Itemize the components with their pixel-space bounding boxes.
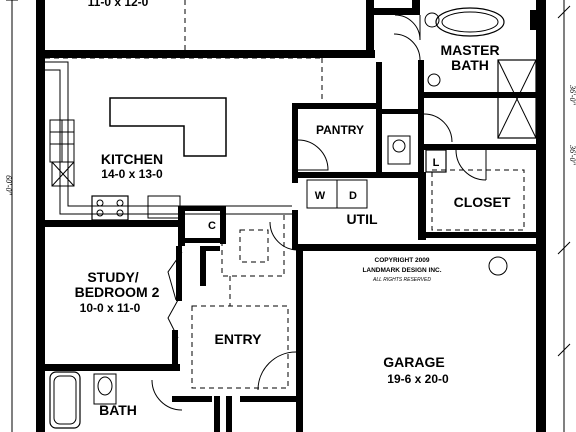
kitchen-counter [45,61,292,215]
entry-label: ENTRY [215,331,263,347]
dryer-label: D [349,190,357,202]
interior-walls [45,60,536,432]
garage-dimensions: 19-6 x 20-0 [387,372,449,386]
coat-closet-label: C [208,220,216,232]
study-label-line1: STUDY/ [87,269,138,285]
kitchen-label: KITCHEN [101,151,163,167]
door-swings [151,14,487,411]
master-bath-fixtures [424,7,537,139]
right-upper-dimension: 36'-0" [568,84,576,105]
ceiling-dashed-lines [45,0,525,389]
study-label-line2: BEDROOM 2 [75,284,160,300]
study-dimensions: 10-0 x 11-0 [80,301,141,315]
closet-label: CLOSET [454,194,511,210]
util-label: UTIL [346,211,378,227]
exterior-walls [36,0,546,432]
top-room-dimensions: 11-0 x 12-0 [88,0,149,9]
bath-label: BATH [99,402,137,418]
hall-bath-fixtures [49,371,117,429]
copyright-line2: LANDMARK DESIGN INC. [362,267,441,274]
cooktop [91,195,181,221]
dimension-lines [6,0,571,432]
master-bath-label-line2: BATH [451,57,489,73]
left-overall-dimension: 60'-0" [4,175,13,195]
pantry-label: PANTRY [316,123,364,137]
washer-label: W [315,190,326,202]
copyright-line3: ALL RIGHTS RESERVED [372,277,431,283]
copyright-line1: COPYRIGHT 2009 [375,257,430,264]
kitchen-dimensions: 14-0 x 13-0 [101,167,163,181]
kitchen-island [109,97,227,157]
garage-label: GARAGE [383,354,444,370]
master-bath-label-line1: MASTER [440,42,499,58]
laundry-l-label: L [433,157,440,169]
laundry-fixtures [306,135,508,276]
right-lower-dimension: 36'-0" [568,144,576,165]
